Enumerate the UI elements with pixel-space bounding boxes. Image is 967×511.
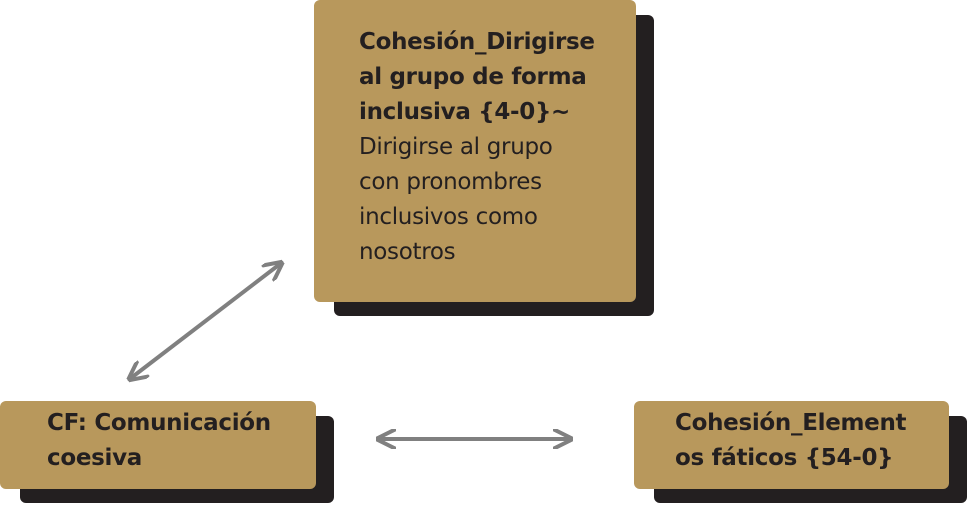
node-title-line: os fáticos {54-0} bbox=[675, 445, 894, 471]
node-card: CF: Comunicación coesiva bbox=[0, 401, 316, 489]
node-card: Cohesión_Element os fáticos {54-0} bbox=[634, 401, 949, 489]
node-description-line: nosotros bbox=[359, 239, 456, 265]
node-title-line: Cohesión_Dirigirse bbox=[359, 29, 595, 55]
node-cohesion-dirigirse: Cohesión_Dirigirse al grupo de forma inc… bbox=[314, 0, 654, 316]
node-title-line: CF: Comunicación bbox=[47, 410, 271, 436]
bidirectional-arrow-left-top bbox=[131, 264, 280, 378]
node-cohesion-elementos-faticos: Cohesión_Element os fáticos {54-0} bbox=[634, 401, 967, 503]
node-title-line: inclusiva {4-0}~ bbox=[359, 99, 571, 125]
node-title-line: Cohesión_Element bbox=[675, 410, 907, 436]
node-title-line: al grupo de forma bbox=[359, 64, 587, 90]
node-description-line: con pronombres bbox=[359, 169, 542, 195]
node-card: Cohesión_Dirigirse al grupo de forma inc… bbox=[314, 0, 636, 302]
node-description-line: Dirigirse al grupo bbox=[359, 134, 553, 160]
node-description-line: inclusivos como bbox=[359, 204, 538, 230]
node-cf-comunicacion-coesiva: CF: Comunicación coesiva bbox=[0, 401, 334, 503]
node-title-line: coesiva bbox=[47, 445, 143, 471]
